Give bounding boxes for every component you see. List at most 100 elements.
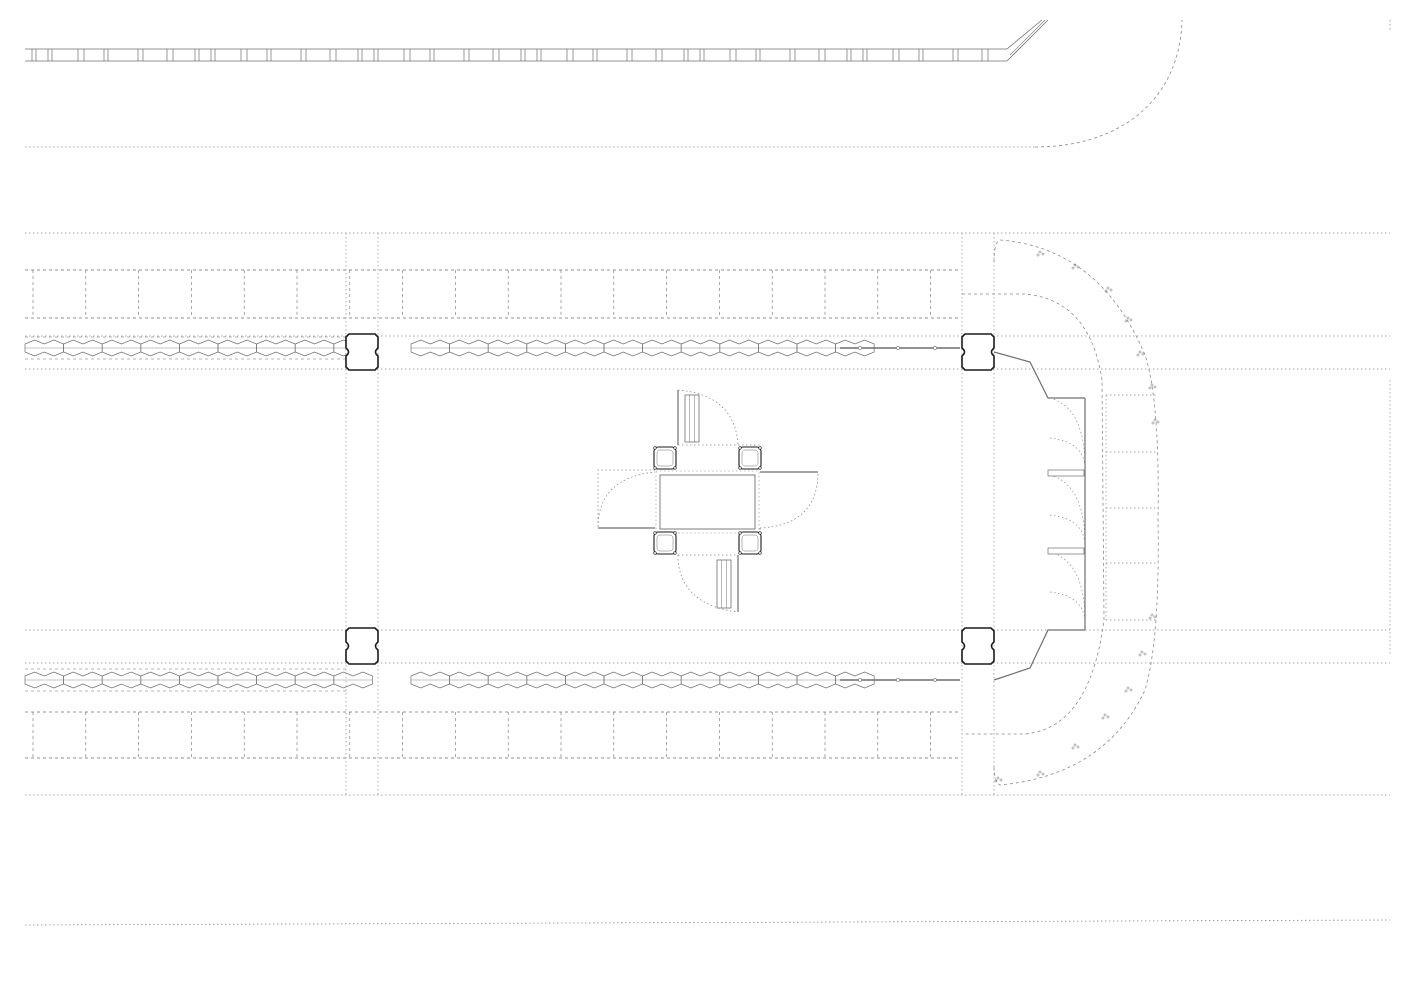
chair-leg: [673, 531, 677, 535]
shrub-dot: [1148, 386, 1152, 390]
door-swing: [1049, 474, 1086, 553]
planter-module: [835, 671, 875, 689]
annex-inner-curve: [962, 293, 1105, 735]
shrub-dot: [1153, 385, 1157, 389]
shrub-dot: [1101, 716, 1105, 720]
shrub-dot: [1109, 288, 1113, 292]
shrub-dot: [1073, 263, 1077, 267]
door-swing: [1049, 551, 1086, 630]
chair-leg: [758, 466, 762, 470]
shrub-dot: [1153, 418, 1157, 422]
shrub-dot: [1148, 616, 1152, 620]
rail-post: [896, 346, 900, 350]
chair-leg: [758, 531, 762, 535]
chair-leg: [738, 466, 742, 470]
annex-fence: [993, 629, 1085, 681]
rail-post: [858, 678, 862, 682]
columns: [345, 333, 995, 665]
door-swing: [1049, 397, 1086, 476]
planter-module: [835, 339, 875, 357]
chair-leg: [738, 531, 742, 535]
chair-seat: [741, 449, 759, 467]
shrub-dot: [1038, 770, 1042, 774]
parking-bays-top: [25, 269, 958, 319]
column: [345, 627, 379, 665]
shrub-dot: [1140, 650, 1144, 654]
annex-outer-curve: [993, 239, 1159, 786]
basin: [1047, 469, 1085, 477]
shrub-dot: [1138, 350, 1142, 354]
shrub-dot: [1124, 689, 1128, 693]
shrub-dot: [1136, 353, 1140, 357]
shrub-dot: [1106, 286, 1110, 290]
shrub-dot: [1073, 743, 1077, 747]
shrub-dot: [1106, 715, 1110, 719]
shrub-dot: [999, 778, 1003, 782]
chair-leg: [738, 446, 742, 450]
shrub-dot: [1153, 615, 1157, 619]
chair: [653, 531, 677, 555]
chair-seat: [741, 534, 759, 552]
chair-leg: [758, 446, 762, 450]
shrub-dot: [1156, 420, 1160, 424]
shrub-dot: [1129, 318, 1133, 322]
rail-post: [933, 678, 937, 682]
rail-post: [933, 346, 937, 350]
door-swing: [759, 471, 819, 529]
table-outline: [655, 470, 760, 534]
shrub-dot: [1124, 319, 1128, 323]
boundary-curve: [1034, 19, 1183, 148]
shrub-dot: [1143, 652, 1147, 656]
shrub-dot: [1071, 266, 1075, 270]
column: [961, 627, 995, 665]
chair-leg: [653, 551, 657, 555]
table: [659, 474, 756, 530]
site-boundary-lines: [24, 19, 1391, 926]
chair-leg: [653, 466, 657, 470]
chair-leg: [738, 551, 742, 555]
basin: [1047, 547, 1085, 555]
chair-seat: [656, 534, 674, 552]
central-kiosk: [597, 389, 819, 613]
structural-grid: [345, 233, 995, 795]
door-swing: [677, 389, 739, 446]
shrub-dot: [1038, 250, 1042, 254]
shrub-dot: [1150, 613, 1154, 617]
column: [345, 333, 379, 371]
shrub-dot: [1036, 773, 1040, 777]
chair: [738, 446, 762, 470]
chair-seat: [656, 449, 674, 467]
top-fence: [25, 19, 1049, 62]
rail-post: [896, 678, 900, 682]
planter-module: [333, 671, 373, 689]
shrub-dot: [1036, 253, 1040, 257]
bench: [716, 559, 732, 609]
shrub-dot: [1076, 265, 1080, 269]
shrub-dot: [1071, 746, 1075, 750]
shrub-dot: [1041, 772, 1045, 776]
parking-bays-bottom: [25, 711, 958, 759]
shrub-dot: [1076, 745, 1080, 749]
planter-rail-bottom: [24, 668, 960, 692]
fence-angle: [1006, 19, 1043, 50]
shrub-dot: [1151, 421, 1155, 425]
shrub-dot: [1138, 653, 1142, 657]
annex-fence: [993, 351, 1085, 399]
shrub-dot: [996, 776, 1000, 780]
column: [961, 333, 995, 371]
fence-angle: [1006, 19, 1049, 62]
chair-leg: [653, 531, 657, 535]
shrub-dot: [1126, 686, 1130, 690]
shrub-dot: [1041, 252, 1045, 256]
door-swing: [677, 555, 739, 613]
fence-angle: [1009, 19, 1046, 56]
chair-leg: [653, 446, 657, 450]
chair: [653, 446, 677, 470]
shrub-dot: [1103, 713, 1107, 717]
shrub-dot: [1126, 316, 1130, 320]
planter-rail-top: [24, 336, 960, 360]
bench: [684, 394, 700, 443]
shrub-dot: [1104, 289, 1108, 293]
chair-leg: [758, 551, 762, 555]
